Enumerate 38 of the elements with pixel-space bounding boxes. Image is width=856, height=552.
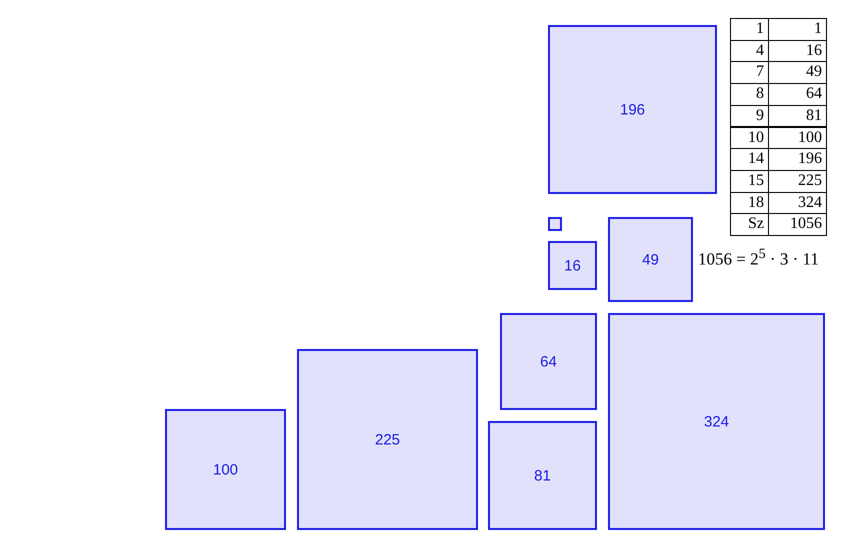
square — [608, 217, 693, 302]
table-cell-text: 100 — [797, 128, 823, 148]
square — [608, 313, 825, 530]
table-cell-text: 10 — [747, 128, 765, 148]
table-cell-text: 324 — [797, 192, 823, 213]
square — [488, 421, 597, 530]
table-cell-text: Sz — [747, 214, 765, 234]
square — [500, 313, 597, 410]
table-cell-text: 225 — [797, 170, 823, 191]
square — [165, 409, 286, 530]
square — [548, 241, 597, 290]
square-label: 49 — [641, 251, 660, 268]
table-cell-text: 14 — [747, 149, 765, 170]
square — [548, 217, 562, 231]
table-cell-text: 49 — [805, 62, 823, 82]
table-cell-text: 1056 — [789, 214, 823, 234]
square — [548, 25, 717, 194]
square-label: 324 — [702, 413, 730, 430]
table-cell-text: 16 — [805, 40, 823, 61]
square-label: 64 — [539, 353, 558, 370]
table-cell-text: 18 — [747, 192, 765, 213]
table-cell-text: 1 — [755, 19, 765, 39]
table-cell-text: 1 — [813, 19, 823, 39]
table-cell-text: 7 — [755, 62, 765, 82]
table-cell-text: 196 — [797, 149, 823, 170]
square-label: 100 — [212, 461, 240, 478]
table-cell-text: 9 — [755, 106, 765, 126]
table-cell-text: 81 — [805, 106, 823, 126]
table-cell-text: 8 — [755, 84, 765, 104]
table-cell-text: 15 — [747, 170, 765, 191]
table-cell-text: 64 — [805, 84, 823, 104]
square-label: 81 — [533, 467, 552, 484]
table-cell-text: 4 — [755, 40, 765, 61]
square-label: 16 — [563, 257, 582, 274]
square — [297, 349, 478, 530]
formula: 1056 = 2$^{5}$ · 3 · 11 — [698, 246, 819, 270]
square-label: 225 — [374, 431, 402, 448]
square-label: 196 — [618, 101, 646, 118]
